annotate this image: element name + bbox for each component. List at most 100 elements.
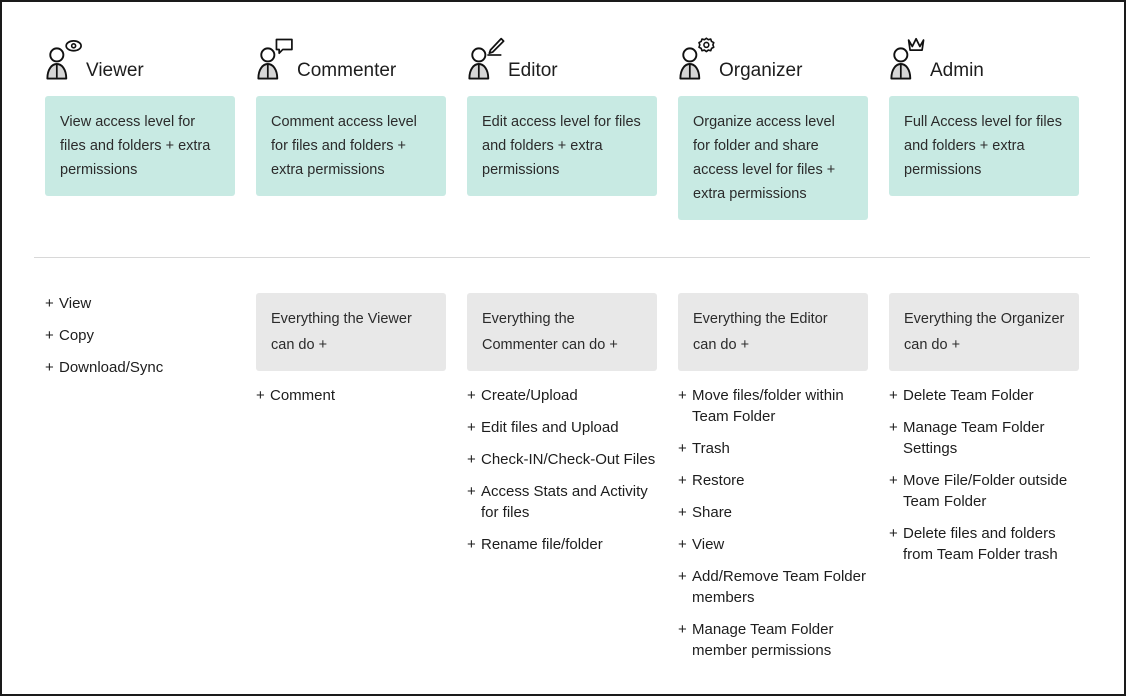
plus-icon: + bbox=[45, 327, 54, 344]
permission-item: + Manage Team Folder Settings bbox=[889, 417, 1089, 459]
person-eye-icon bbox=[45, 34, 85, 84]
permission-item: + Copy bbox=[45, 325, 245, 346]
inherited-permissions-box: Everything the Commenter can do + bbox=[467, 293, 657, 371]
plus-icon: + bbox=[889, 387, 898, 404]
role-header: Editor bbox=[467, 34, 558, 84]
permission-item: + View bbox=[678, 534, 878, 555]
role-description-box: Edit access level for files and folders … bbox=[467, 96, 657, 196]
role-header: Viewer bbox=[45, 34, 144, 84]
permission-list: + Create/Upload + Edit files and Upload + Che… bbox=[467, 385, 667, 566]
permission-label: Download/Sync bbox=[59, 359, 164, 376]
permission-label: Manage Team Folder member permissions bbox=[692, 621, 834, 659]
section-divider bbox=[34, 257, 1090, 258]
inherited-permissions-box: Everything the Editor can do + bbox=[678, 293, 868, 371]
plus-icon: + bbox=[467, 419, 476, 436]
role-description-box: Full Access level for files and folders … bbox=[889, 96, 1079, 196]
permission-label: Move files/folder within Team Folder bbox=[692, 387, 844, 425]
permission-label: Check-IN/Check-Out Files bbox=[481, 451, 656, 468]
permission-label: Create/Upload bbox=[481, 387, 578, 404]
role-header: Commenter bbox=[256, 34, 396, 84]
permission-label: Comment bbox=[270, 387, 336, 404]
plus-icon: + bbox=[889, 525, 898, 542]
role-header: Organizer bbox=[678, 34, 802, 84]
permission-list: + View + Copy + Download/Sync bbox=[45, 293, 245, 389]
permission-item: + Comment bbox=[256, 385, 456, 406]
permission-label: Restore bbox=[692, 472, 745, 489]
permission-label: Add/Remove Team Folder members bbox=[692, 568, 866, 606]
role-title: Viewer bbox=[86, 60, 144, 81]
permission-item: + Download/Sync bbox=[45, 357, 245, 378]
plus-icon: + bbox=[678, 440, 687, 457]
inherited-permissions-box: Everything the Viewer can do + bbox=[256, 293, 446, 371]
permission-label: Delete files and folders from Team Folde… bbox=[903, 525, 1058, 563]
permission-label: Delete Team Folder bbox=[903, 387, 1034, 404]
permission-label: Move File/Folder outside Team Folder bbox=[903, 472, 1068, 510]
permission-label: Access Stats and Activity for files bbox=[481, 483, 648, 521]
permission-label: Rename file/folder bbox=[481, 536, 603, 553]
permission-item: + Move files/folder within Team Folder bbox=[678, 385, 878, 427]
person-gear-icon bbox=[678, 34, 718, 84]
permission-item: + Access Stats and Activity for files bbox=[467, 481, 667, 523]
plus-icon: + bbox=[467, 451, 476, 468]
plus-icon: + bbox=[678, 387, 687, 404]
permission-item: + Edit files and Upload bbox=[467, 417, 667, 438]
role-description-box: View access level for files and folders … bbox=[45, 96, 235, 196]
inherited-permissions-box: Everything the Organizer can do + bbox=[889, 293, 1079, 371]
permission-label: Copy bbox=[59, 327, 95, 344]
permission-list: + Comment bbox=[256, 385, 456, 417]
role-title: Editor bbox=[508, 60, 558, 81]
permission-item: + Trash bbox=[678, 438, 878, 459]
permissions-column-organizer: Everything the Editor can do + + Move file… bbox=[678, 293, 868, 672]
permission-item: + Check-IN/Check-Out Files bbox=[467, 449, 667, 470]
plus-icon: + bbox=[678, 621, 687, 638]
role-title: Commenter bbox=[297, 60, 397, 81]
role-permissions-row: + View + Copy + Download/Sync Everything the V… bbox=[45, 293, 1091, 672]
permission-list: + Delete Team Folder + Manage Team Folder S… bbox=[889, 385, 1089, 576]
permission-item: + Delete Team Folder bbox=[889, 385, 1089, 406]
permission-label: Share bbox=[692, 504, 733, 521]
plus-icon: + bbox=[889, 472, 898, 489]
plus-icon: + bbox=[678, 536, 687, 553]
person-pencil-icon bbox=[467, 34, 507, 84]
permission-item: + Share bbox=[678, 502, 878, 523]
permission-item: + Restore bbox=[678, 470, 878, 491]
permissions-column-admin: Everything the Organizer can do + + Delete… bbox=[889, 293, 1079, 576]
permission-label: Trash bbox=[692, 440, 730, 457]
plus-icon: + bbox=[678, 504, 687, 521]
permission-item: + Manage Team Folder member permissions bbox=[678, 619, 878, 661]
permission-item: + View bbox=[45, 293, 245, 314]
plus-icon: + bbox=[467, 536, 476, 553]
permission-item: + Delete files and folders from Team Fold… bbox=[889, 523, 1089, 565]
plus-icon: + bbox=[467, 387, 476, 404]
role-title: Organizer bbox=[719, 60, 803, 81]
plus-icon: + bbox=[45, 359, 54, 376]
plus-icon: + bbox=[256, 387, 265, 404]
permission-list: + Move files/folder within Team Folder + Tr… bbox=[678, 385, 878, 672]
plus-icon: + bbox=[889, 419, 898, 436]
permission-item: +Add/Remove Team Folder members bbox=[678, 566, 878, 608]
permission-label: Manage Team Folder Settings bbox=[903, 419, 1045, 457]
permissions-column-commenter: Everything the Viewer can do + + Comment bbox=[256, 293, 446, 417]
role-header: Admin bbox=[889, 34, 984, 84]
permission-label: View bbox=[692, 536, 725, 553]
plus-icon: + bbox=[678, 472, 687, 489]
role-description-box: Organize access level for folder and sha… bbox=[678, 96, 868, 220]
permissions-column-editor: Everything the Commenter can do + + Create… bbox=[467, 293, 657, 566]
person-comment-icon bbox=[256, 34, 296, 84]
plus-icon: + bbox=[45, 295, 54, 312]
role-description-box: Comment access level for files and folde… bbox=[256, 96, 446, 196]
permission-label: Edit files and Upload bbox=[481, 419, 619, 436]
permission-item: + Create/Upload bbox=[467, 385, 667, 406]
plus-icon: + bbox=[467, 483, 476, 500]
permissions-column-viewer: + View + Copy + Download/Sync bbox=[45, 293, 235, 389]
permission-label: View bbox=[59, 295, 92, 312]
permission-item: + Move File/Folder outside Team Folder bbox=[889, 470, 1089, 512]
role-title: Admin bbox=[930, 60, 984, 81]
